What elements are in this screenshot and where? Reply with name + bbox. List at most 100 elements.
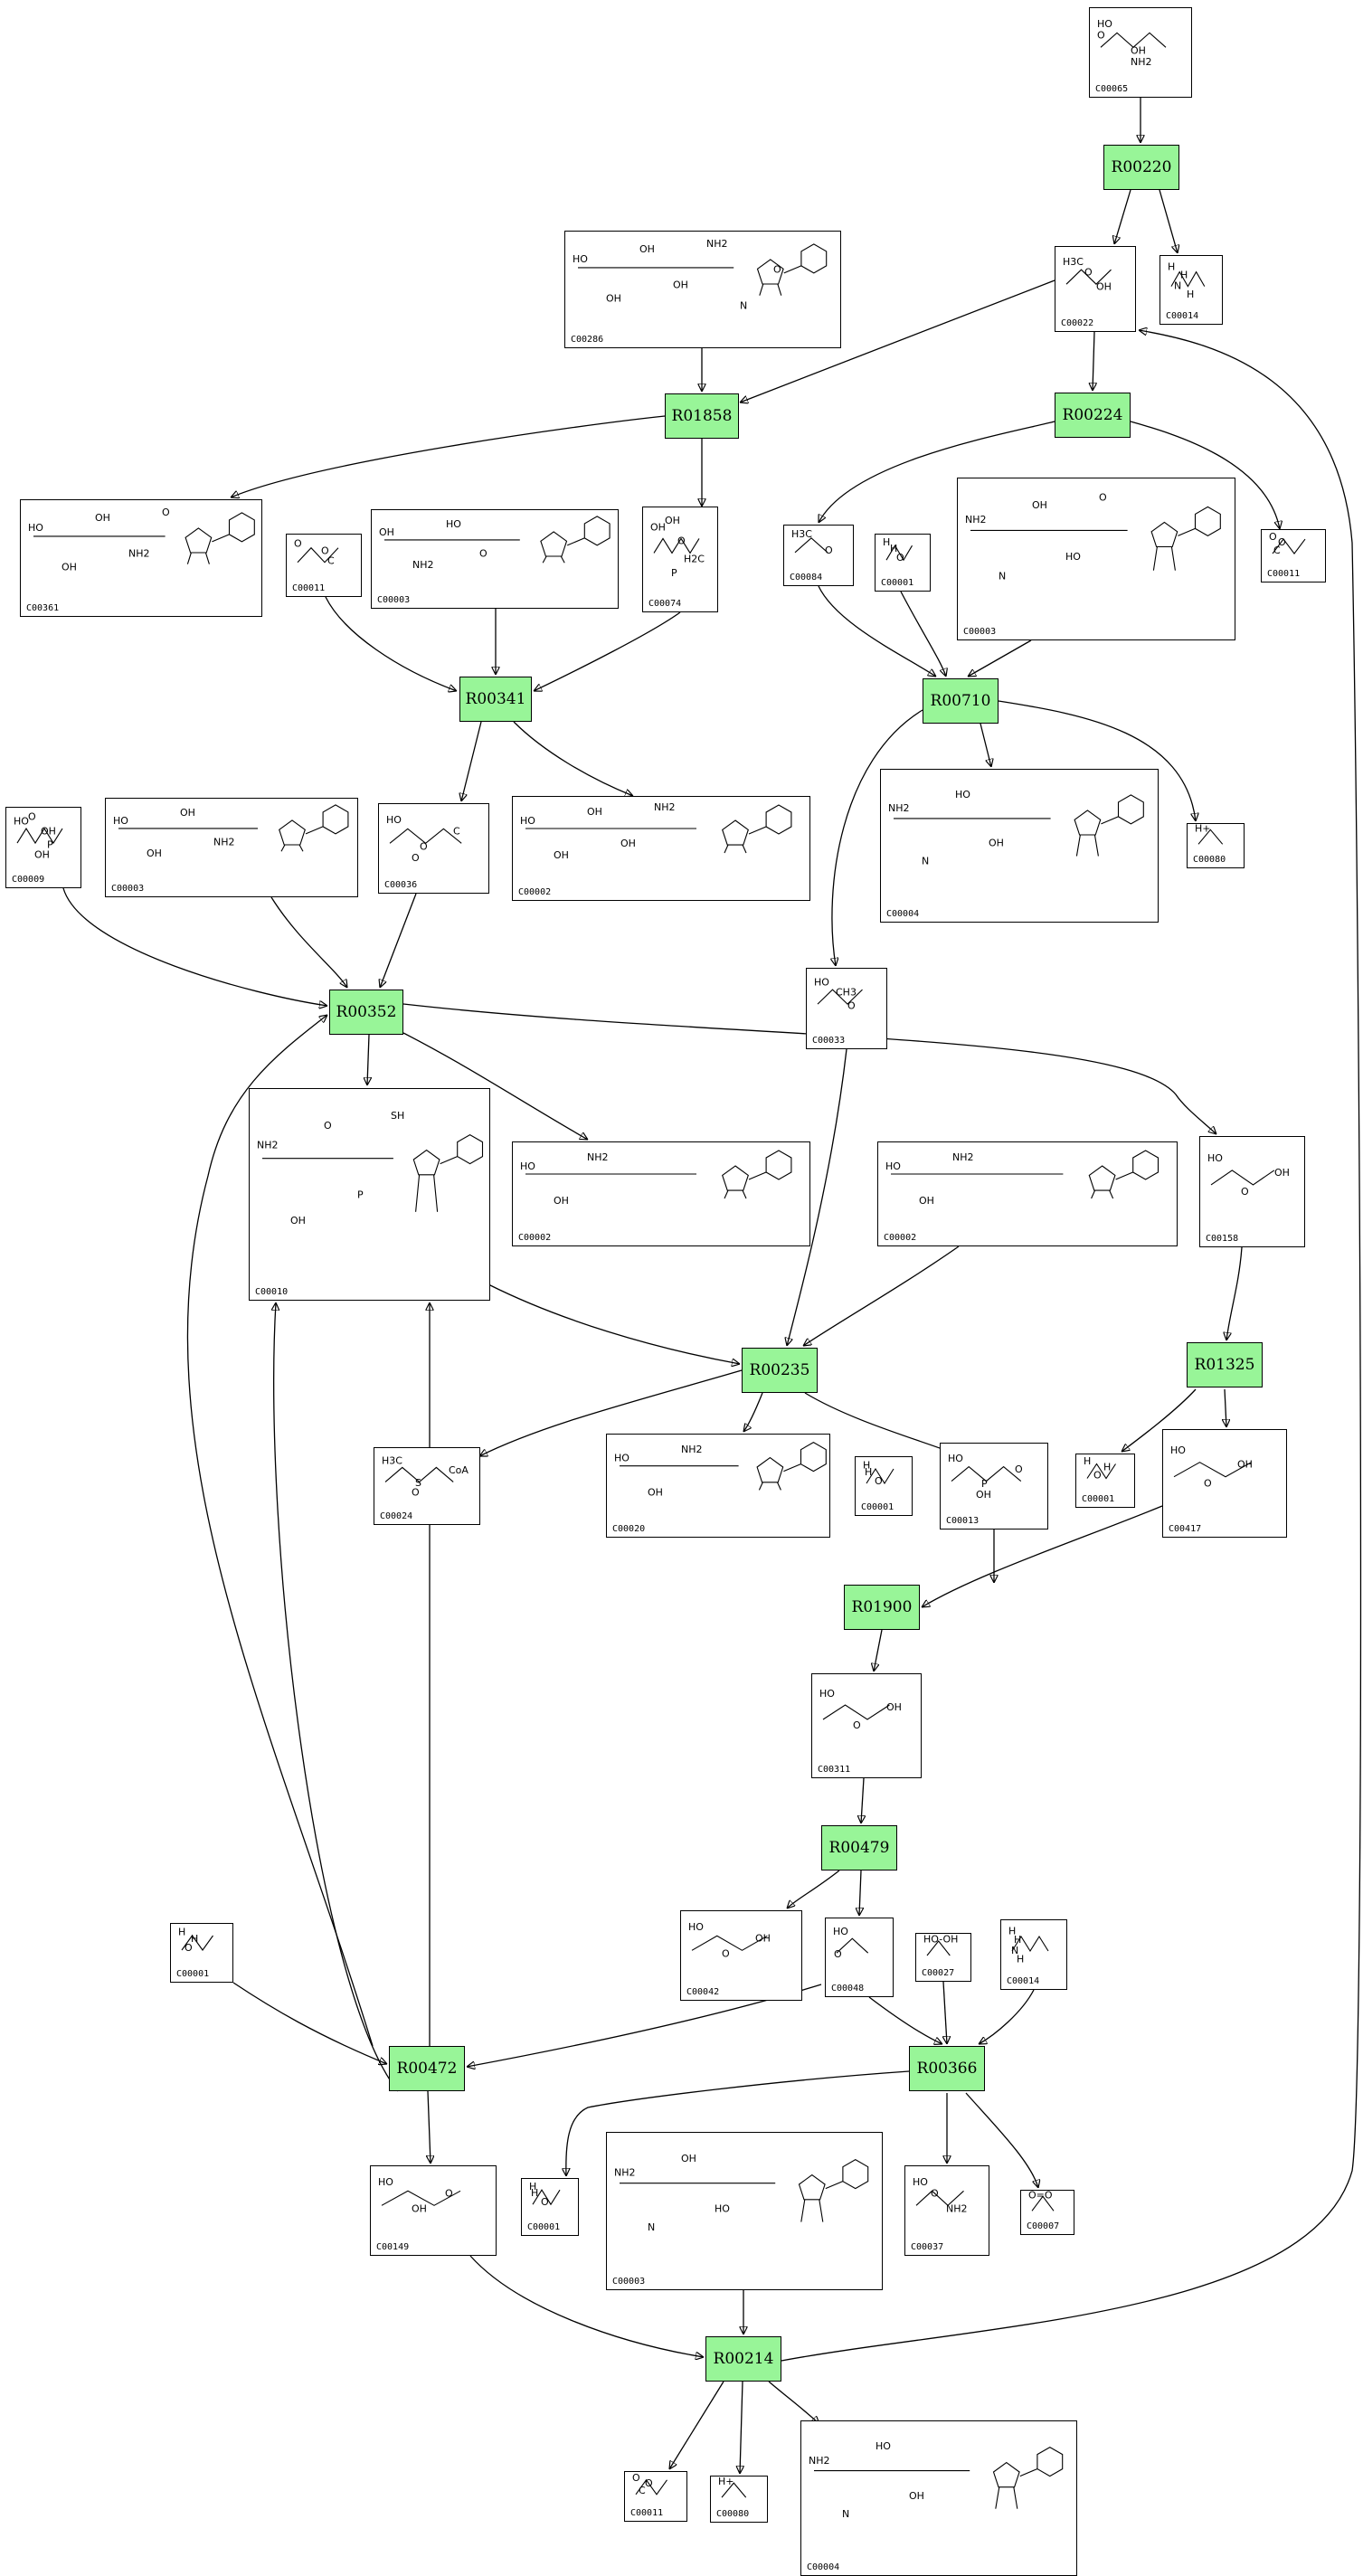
reaction-node-r00220[interactable]: R00220 [1103,145,1179,190]
atom-label: OH [650,521,666,533]
reaction-arrow [1122,1388,1197,1452]
atom-label: NH2 [213,837,235,848]
atom-label: H [865,1466,872,1478]
atom-label: O [1097,30,1105,42]
reaction-arrow [1225,1388,1226,1427]
atom-label: O [645,2477,653,2489]
reaction-arrow [487,1283,740,1364]
atom-label: H [1103,1462,1111,1473]
atom-label: O [677,535,686,546]
reaction-arrow [861,1777,864,1823]
atom-label: O [1204,1477,1212,1489]
compound-id: C00003 [612,2277,646,2287]
atom-label: H [1187,289,1194,300]
compound-id: C00022 [1061,318,1094,328]
atom-label: OH [886,1701,902,1713]
compound-id: C00004 [886,909,920,919]
compound-node-c00080[interactable]: H+C00080 [710,2476,768,2523]
reaction-node-r00224[interactable]: R00224 [1055,393,1131,438]
reaction-node-r00341[interactable]: R00341 [459,677,532,722]
atom-label: N [1174,280,1181,292]
atom-label: HO [876,2440,891,2452]
reaction-arrow [479,1369,743,1456]
reaction-node-r00366[interactable]: R00366 [909,2046,985,2091]
atom-label: N [922,856,929,867]
atom-label: O [847,999,856,1011]
reaction-node-r01325[interactable]: R01325 [1187,1342,1263,1387]
compound-node-c00080[interactable]: H+C00080 [1187,823,1245,868]
reaction-node-r00472[interactable]: R00472 [389,2046,465,2091]
compound-id: C00001 [881,578,914,588]
compound-id: C00003 [111,884,145,894]
atom-label: OH [180,807,195,819]
atom-label: O [1093,1469,1102,1481]
atom-label: H [1180,269,1188,280]
compound-id: C00004 [807,2562,840,2572]
reaction-node-r01858[interactable]: R01858 [665,393,739,439]
reaction-node-r00710[interactable]: R00710 [923,678,999,724]
atom-label: O [412,1487,420,1499]
reaction-node-r00214[interactable]: R00214 [705,2336,781,2382]
atom-label: HO [520,815,535,827]
atom-label: O [1084,267,1093,279]
atom-label: HO [386,814,402,826]
reaction-node-r00235[interactable]: R00235 [742,1348,818,1393]
atom-label: C [453,826,460,838]
reaction-node-r00479[interactable]: R00479 [821,1825,897,1870]
atom-label: O [931,2188,939,2200]
reaction-node-r00352[interactable]: R00352 [329,990,403,1035]
atom-label: O [185,1942,193,1954]
reaction-node-r01900[interactable]: R01900 [844,1585,920,1630]
atom-label: H2C [684,554,705,565]
atom-label: SH [391,1110,404,1122]
reaction-arrow [325,596,457,691]
atom-label: H [178,1927,185,1938]
atom-label: HO [573,253,588,265]
